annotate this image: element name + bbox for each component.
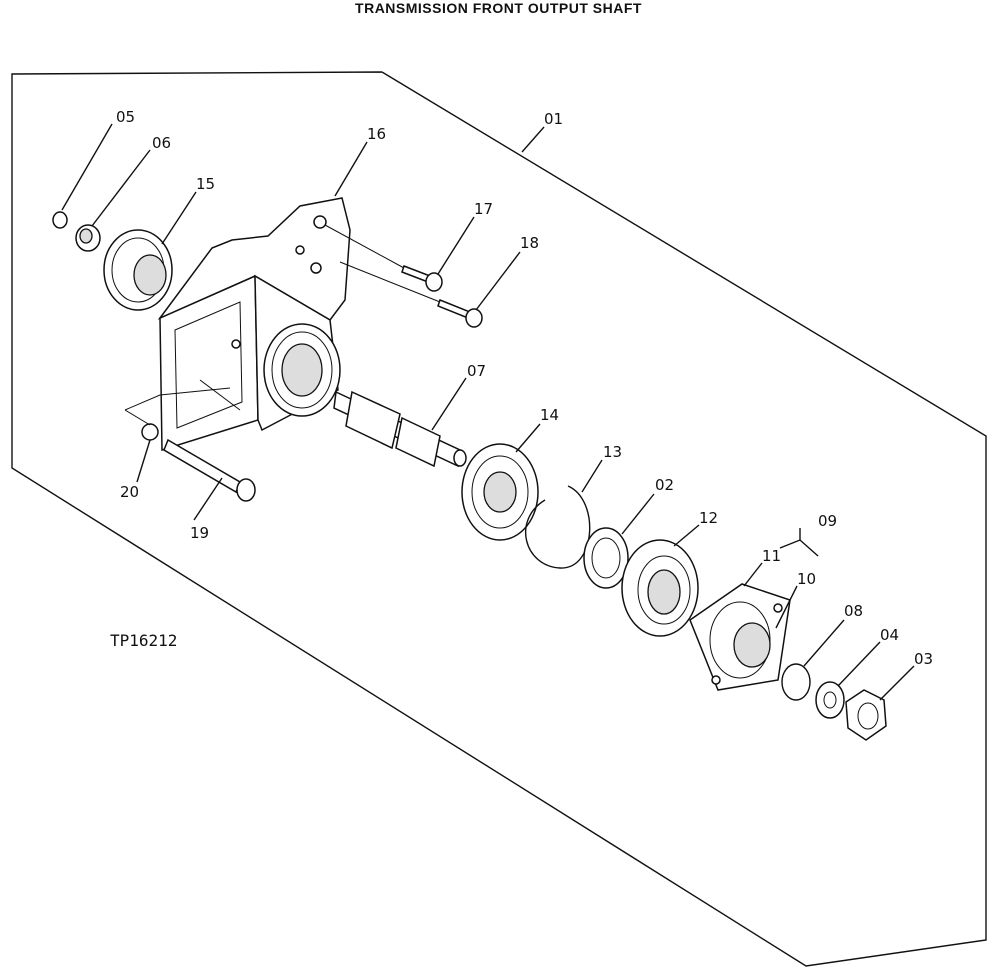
o-ring-08 [781,663,811,701]
callout-20: 20 [120,483,139,501]
retainer-12 [621,539,699,637]
cap-screw-18 [437,299,483,328]
callout-08: 08 [844,602,863,620]
flange-11 [689,583,791,691]
callout-05: 05 [116,108,135,126]
callout-01: 01 [544,110,563,128]
bearing-14 [461,443,539,541]
callout-12: 12 [699,509,718,527]
callout-18: 18 [520,234,539,252]
leader-lines [61,123,915,701]
callout-02: 02 [655,476,674,494]
callout-13: 13 [603,443,622,461]
callout-09: 09 [818,512,837,530]
seal-02 [583,527,629,589]
cap-screw-17 [401,265,443,292]
callout-04: 04 [880,626,899,644]
callout-19: 19 [190,524,209,542]
output-shaft-07 [333,390,467,468]
callout-07: 07 [467,362,486,380]
snap-ring-13 [524,485,591,569]
housing-part [157,197,351,452]
bolt-19 [163,438,256,502]
washer-20 [141,423,159,441]
washer-04 [815,681,845,719]
nut-03 [845,689,887,741]
callout-03: 03 [914,650,933,668]
nut-06 [75,224,101,252]
callout-11: 11 [762,547,781,565]
callout-14: 14 [540,406,559,424]
callout-15: 15 [196,175,215,193]
assembly-boundary [11,71,987,967]
snap-ring-05 [52,211,68,229]
callout-06: 06 [152,134,171,152]
callout-10: 10 [797,570,816,588]
callout-16: 16 [367,125,386,143]
diagram-title: TRANSMISSION FRONT OUTPUT SHAFT [355,0,642,16]
gear-15 [103,229,173,311]
callout-17: 17 [474,200,493,218]
figure-id: TP16212 [110,631,177,650]
